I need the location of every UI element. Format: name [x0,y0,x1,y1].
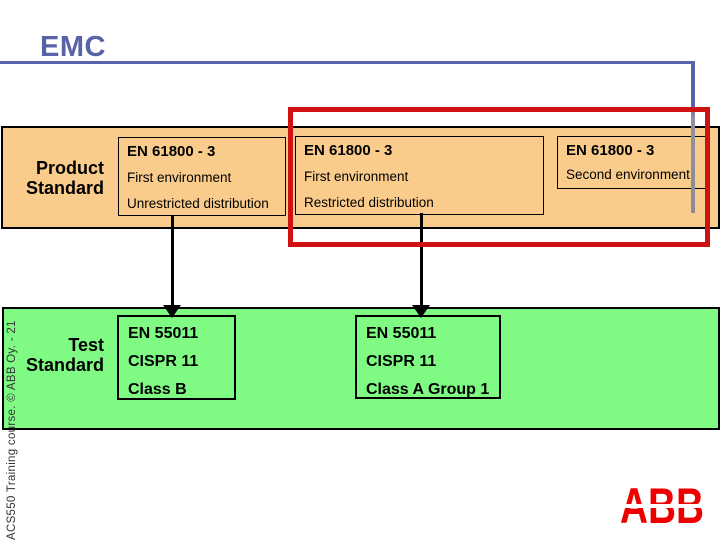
arrow-head-icon [412,305,430,318]
standard-box-line: Unrestricted distribution [127,196,269,211]
product-standard-box-unrestricted: EN 61800 - 3 First environment Unrestric… [118,137,286,216]
standard-box-title: EN 61800 - 3 [304,142,393,159]
test-box-line: EN 55011 [366,325,437,342]
test-standard-label: Test Standard [25,335,104,375]
arrow-head-icon [163,305,181,318]
title-underline [0,61,695,64]
abb-logo: ABB [620,478,704,534]
standard-box-line: First environment [304,169,409,184]
test-box-line: EN 55011 [128,325,199,342]
standard-box-line: First environment [127,170,232,185]
page-title: EMC [40,31,106,63]
vertical-note: ACS550 Training course. © ABB Oy. - 21 [6,320,18,540]
abb-logo-slit [620,504,704,508]
test-box-line: CISPR 11 [128,353,199,370]
connector-arrow-line-2 [420,213,423,305]
test-box-line: Class A Group 1 [366,381,490,398]
test-box-line: Class B [128,381,187,398]
highlight-rectangle [288,107,710,247]
standard-box-line: Second environment [566,167,690,182]
product-standard-box-restricted: EN 61800 - 3 First environment Restricte… [295,136,544,215]
test-box-line: CISPR 11 [366,353,437,370]
test-standard-box-class-b: EN 55011 CISPR 11 Class B [117,315,236,400]
connector-arrow-line-1 [171,215,174,305]
standard-box-title: EN 61800 - 3 [566,142,655,159]
abb-logo-svg: ABB [620,478,704,534]
standard-box-title: EN 61800 - 3 [127,143,216,160]
test-standard-box-class-a: EN 55011 CISPR 11 Class A Group 1 [355,315,501,399]
standard-box-line: Restricted distribution [304,195,434,210]
right-vertical-line [691,61,695,213]
product-standard-label: Product Standard [25,158,104,198]
